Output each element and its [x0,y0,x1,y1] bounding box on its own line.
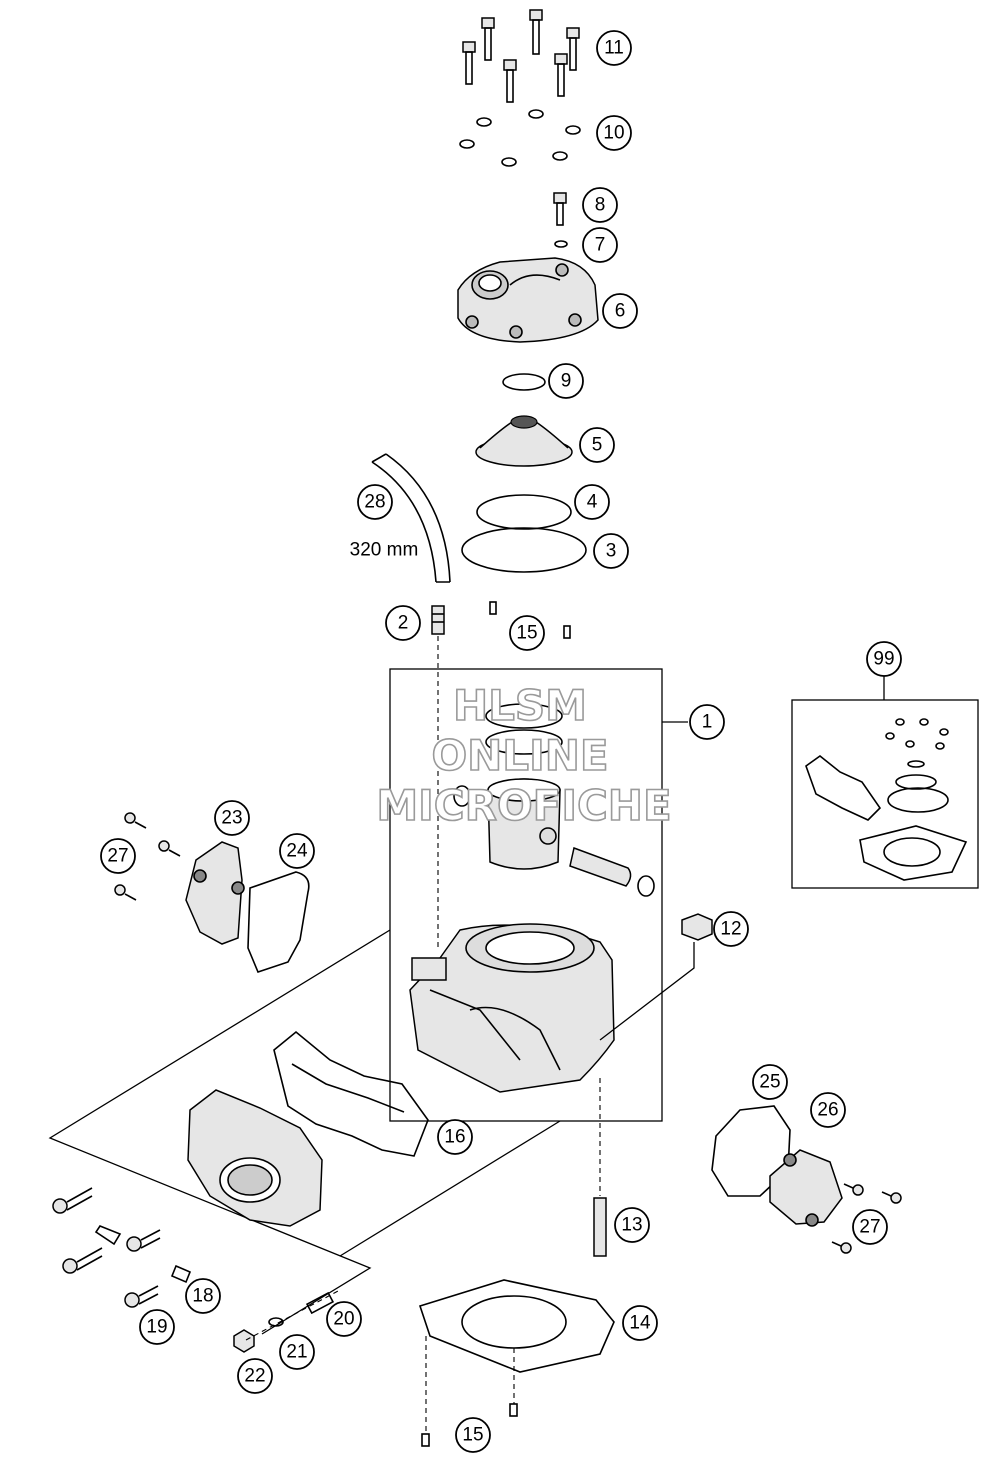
svg-text:9: 9 [561,371,572,392]
cylinder-head [457,257,599,343]
small-bolts [52,1187,335,1353]
stud [593,1197,607,1257]
svg-text:2: 2 [398,613,409,634]
svg-text:26: 26 [817,1100,838,1121]
o-ring-small [476,494,572,530]
piston-assembly [453,703,655,897]
callout-12: 12 [713,911,749,947]
callout-8: 8 [582,187,618,223]
exhaust-assembly-frame-b [339,1120,561,1257]
svg-text:23: 23 [221,808,242,829]
callout-1: 1 [689,704,725,740]
nipple [431,605,445,635]
callout-99: 99 [866,641,902,677]
callout-27-right: 27 [852,1209,888,1245]
dowel-pin [489,601,497,615]
svg-text:24: 24 [286,841,308,862]
callout-13: 13 [614,1207,650,1243]
callout-14: 14 [622,1305,658,1341]
svg-text:16: 16 [444,1127,465,1148]
callout-10: 10 [596,115,632,151]
screws-right [831,1183,902,1254]
cylinder [409,923,615,1093]
screw-and-seal [553,192,568,248]
svg-text:99: 99 [873,649,894,670]
svg-text:5: 5 [592,435,603,456]
screws-left [114,812,181,901]
hose-length-label: 320 mm [350,540,419,561]
washers [459,109,581,167]
side-cover [185,841,245,945]
callout-19: 19 [139,1309,175,1345]
watermark-line-3: MICROFICHE [376,781,671,830]
nut [681,913,713,941]
svg-text:3: 3 [606,541,617,562]
svg-text:19: 19 [146,1317,167,1338]
dowel-pin-d [509,1403,518,1417]
callout-25: 25 [752,1064,788,1100]
svg-text:21: 21 [286,1342,307,1363]
svg-text:1: 1 [702,712,713,733]
o-ring-large [461,527,587,573]
reed-gasket [273,1030,429,1157]
o-ring [502,373,546,391]
svg-text:14: 14 [629,1313,651,1334]
watermark-line-2: ONLINE [431,731,608,780]
callout-2: 2 [385,605,421,641]
svg-text:27: 27 [107,846,128,867]
combustion-chamber-insert [475,415,573,467]
gasket-kit-frame [791,699,979,889]
callout-4: 4 [574,484,610,520]
callout-28: 28 [357,484,393,520]
callout-9: 9 [548,363,584,399]
svg-text:25: 25 [759,1072,780,1093]
hose [371,453,451,583]
svg-text:27: 27 [859,1217,880,1238]
callout-22: 22 [237,1358,273,1394]
svg-text:20: 20 [333,1309,354,1330]
leader-lines [662,676,885,723]
cylinder-kit-frame [389,668,663,1122]
svg-text:4: 4 [587,492,598,513]
callout-15-bottom: 15 [455,1417,491,1453]
callout-6: 6 [602,293,638,329]
svg-text:11: 11 [604,38,624,59]
callout-15-top: 15 [509,615,545,651]
svg-text:15: 15 [462,1425,483,1446]
callout-7: 7 [582,227,618,263]
side-cover-gasket [247,871,310,973]
svg-text:13: 13 [621,1215,642,1236]
callout-11: 11 [596,30,632,66]
base-gasket [418,1279,615,1373]
exhaust-flange [187,1089,323,1227]
svg-text:8: 8 [595,195,606,216]
svg-text:18: 18 [192,1286,213,1307]
dowel-pin-b [563,625,571,639]
callout-5: 5 [579,427,615,463]
callout-26: 26 [810,1092,846,1128]
callout-23: 23 [214,800,250,836]
svg-text:6: 6 [615,301,626,322]
cylinder-head-bolts [462,9,580,103]
svg-text:28: 28 [364,492,385,513]
right-cover [769,1149,843,1227]
svg-text:7: 7 [595,235,606,256]
callout-21: 21 [279,1334,315,1370]
gasket-kit-contents [805,718,968,881]
callout-20: 20 [326,1301,362,1337]
callout-16: 16 [437,1119,473,1155]
callout-3: 3 [593,533,629,569]
callout-18: 18 [185,1278,221,1314]
svg-text:10: 10 [603,123,624,144]
svg-text:12: 12 [720,919,741,940]
callout-24: 24 [279,833,315,869]
exhaust-assembly-frame [48,929,391,1335]
dowel-pin-c [421,1433,430,1447]
svg-text:15: 15 [516,623,537,644]
watermark-line-1: HLSM [453,681,587,730]
svg-text:22: 22 [244,1366,265,1387]
callout-27-left: 27 [100,838,136,874]
